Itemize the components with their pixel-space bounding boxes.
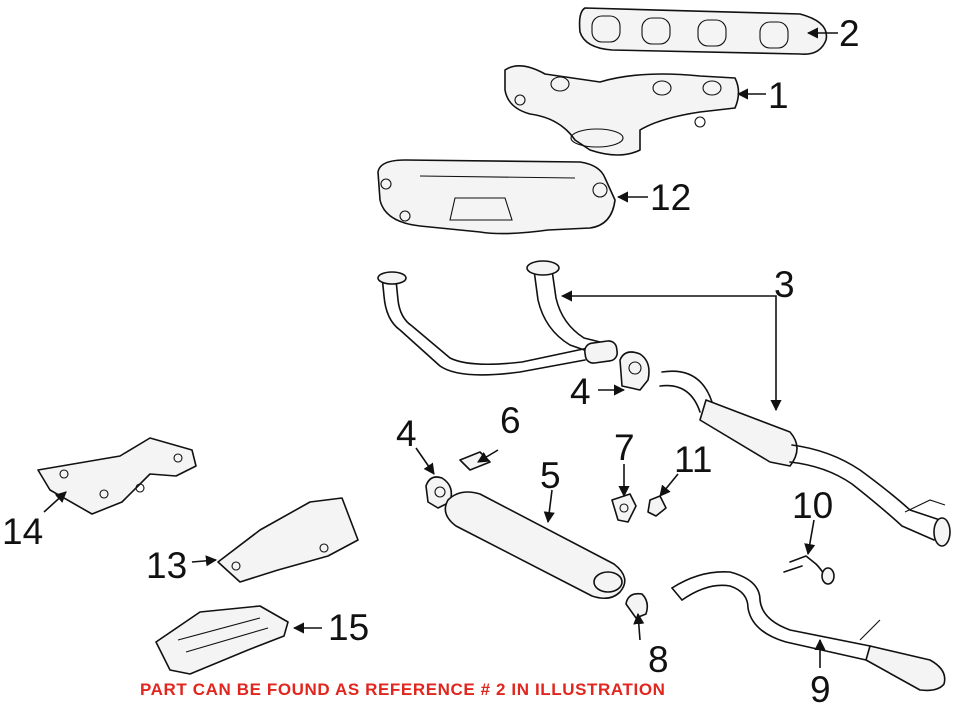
floor-heat-shield — [155, 605, 289, 675]
manifold-heat-shield — [377, 159, 616, 235]
callout-13: 13 — [146, 545, 187, 586]
reference-notice: PART CAN BE FOUND AS REFERENCE # 2 IN IL… — [140, 680, 666, 699]
callout-12: 12 — [650, 177, 691, 218]
callout-14: 14 — [2, 511, 43, 552]
callout-15: 15 — [328, 607, 369, 648]
under-heat-shield — [217, 497, 359, 583]
front-pipe-catalytic-converter — [377, 260, 951, 547]
leader-lines — [43, 27, 838, 668]
callout-8: 8 — [648, 639, 669, 680]
tailpipe — [671, 571, 946, 692]
muffler — [444, 491, 626, 600]
callout-5: 5 — [540, 455, 561, 496]
callout-4-lower: 4 — [396, 413, 417, 454]
callout-7: 7 — [614, 427, 635, 468]
rubber-isolator — [647, 495, 667, 517]
oxygen-sensor — [783, 555, 835, 585]
callout-6: 6 — [500, 400, 521, 441]
callout-3: 3 — [774, 264, 795, 305]
callout-10: 10 — [792, 485, 833, 526]
exhaust-manifold-gasket — [578, 7, 828, 56]
clamp-upper — [619, 351, 650, 391]
tailpipe-clamp — [625, 592, 649, 619]
hanger-bracket — [611, 493, 637, 523]
hanger-insulator — [459, 451, 491, 471]
callout-4-upper: 4 — [570, 371, 591, 412]
callout-2: 2 — [839, 13, 860, 54]
callout-11: 11 — [674, 439, 712, 480]
exhaust-manifold — [504, 65, 740, 156]
skid-plate-left — [37, 437, 197, 515]
callout-1: 1 — [768, 75, 789, 116]
callout-9: 9 — [810, 669, 831, 710]
